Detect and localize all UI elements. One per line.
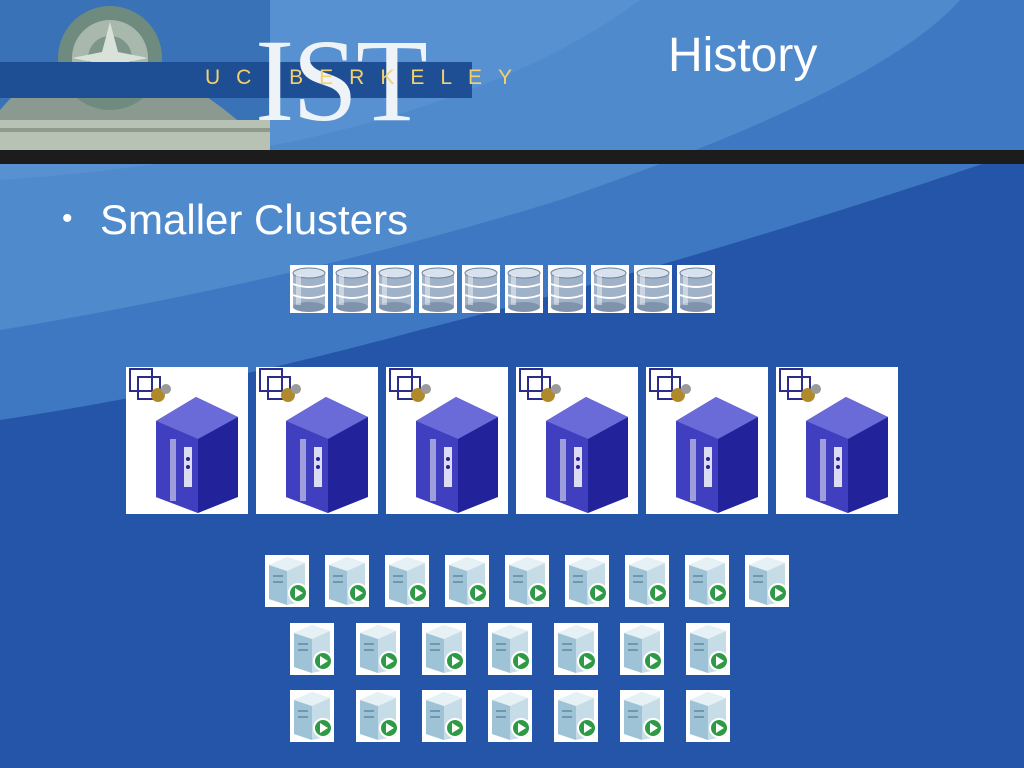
server-tile bbox=[776, 367, 898, 514]
database-icon bbox=[462, 265, 500, 313]
workstation-icon bbox=[445, 555, 489, 607]
workstation-icon bbox=[745, 555, 789, 607]
workstation-icon bbox=[290, 623, 334, 675]
workstation-icon bbox=[620, 623, 664, 675]
storage-row bbox=[290, 265, 715, 313]
workstation-icon bbox=[554, 623, 598, 675]
header-rule bbox=[0, 150, 1024, 164]
server-row bbox=[126, 367, 898, 514]
workstation-icon bbox=[385, 555, 429, 607]
server-tower-icon bbox=[776, 367, 898, 514]
server-tower-icon bbox=[256, 367, 378, 514]
workstation-icon bbox=[356, 623, 400, 675]
server-tile bbox=[386, 367, 508, 514]
logo-ist: IST bbox=[255, 15, 428, 146]
workstation-icon bbox=[488, 690, 532, 742]
server-tower-icon bbox=[646, 367, 768, 514]
database-icon bbox=[634, 265, 672, 313]
database-icon bbox=[376, 265, 414, 313]
workstation-icon bbox=[686, 623, 730, 675]
database-icon bbox=[419, 265, 457, 313]
workstation-icon bbox=[620, 690, 664, 742]
database-icon bbox=[591, 265, 629, 313]
server-tower-icon bbox=[386, 367, 508, 514]
server-tile bbox=[256, 367, 378, 514]
workstation-icon bbox=[325, 555, 369, 607]
bullet-item: Smaller Clusters bbox=[62, 196, 408, 244]
database-icon bbox=[333, 265, 371, 313]
database-icon bbox=[290, 265, 328, 313]
server-tower-icon bbox=[126, 367, 248, 514]
workstation-icon bbox=[625, 555, 669, 607]
workstation-icon bbox=[565, 555, 609, 607]
server-tower-icon bbox=[516, 367, 638, 514]
workstation-icon bbox=[356, 690, 400, 742]
server-tile bbox=[646, 367, 768, 514]
workstation-icon bbox=[554, 690, 598, 742]
client-row-3 bbox=[290, 690, 730, 742]
logo-org-name: UC BERKELEY bbox=[205, 66, 529, 89]
workstation-icon bbox=[265, 555, 309, 607]
workstation-icon bbox=[505, 555, 549, 607]
bullet-list: Smaller Clusters bbox=[62, 196, 408, 244]
server-tile bbox=[516, 367, 638, 514]
workstation-icon bbox=[685, 555, 729, 607]
database-icon bbox=[548, 265, 586, 313]
database-icon bbox=[505, 265, 543, 313]
server-tile bbox=[126, 367, 248, 514]
workstation-icon bbox=[488, 623, 532, 675]
slide-title: History bbox=[668, 29, 818, 82]
workstation-icon bbox=[422, 623, 466, 675]
workstation-icon bbox=[422, 690, 466, 742]
client-row-1 bbox=[265, 555, 789, 607]
database-icon bbox=[677, 265, 715, 313]
workstation-icon bbox=[686, 690, 730, 742]
logo-band bbox=[0, 62, 472, 98]
client-row-2 bbox=[290, 623, 730, 675]
workstation-icon bbox=[290, 690, 334, 742]
